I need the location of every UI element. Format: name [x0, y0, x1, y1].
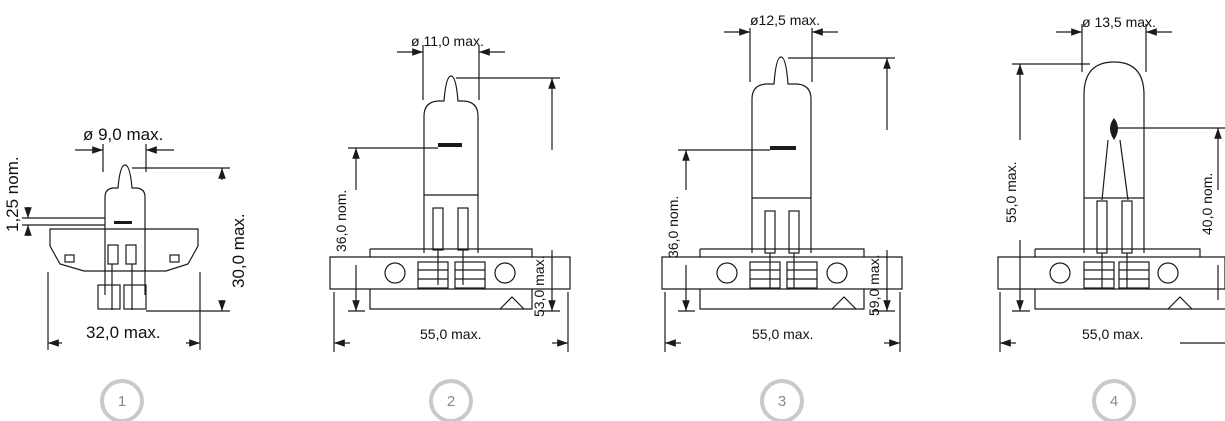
- badge-4: 4: [1092, 379, 1136, 421]
- badge-1: 1: [100, 379, 144, 421]
- bulb-1-glass: [104, 164, 146, 295]
- badge-3-label: 3: [778, 393, 786, 410]
- dim-3-bottom: 55,0 max.: [752, 326, 813, 342]
- dim-1-left: 1,25 nom.: [3, 156, 22, 232]
- bulb-3-glass: [751, 56, 812, 253]
- diagram-2: [329, 45, 571, 352]
- dim-1-right: 30,0 max.: [229, 213, 248, 288]
- bulb-1-filament: [114, 221, 132, 224]
- dim-4-left: 55,0 max.: [1003, 162, 1019, 223]
- dim-1-bottom: 32,0 max.: [86, 323, 161, 342]
- badge-2: 2: [429, 379, 473, 421]
- bulb-4-filament: [1110, 118, 1118, 140]
- bulb-4-socket: [997, 248, 1225, 310]
- badge-1-label: 1: [118, 393, 126, 410]
- dim-3-left: 36,0 nom.: [665, 196, 681, 258]
- dim-4-top: ø 13,5 max.: [1082, 14, 1156, 30]
- dim-1-top: ø 9,0 max.: [83, 125, 163, 144]
- badge-3: 3: [760, 379, 804, 421]
- bulb-2-filament: [438, 143, 462, 147]
- bulb-2-socket: [329, 248, 571, 310]
- dim-3-top: ø12,5 max.: [750, 12, 820, 28]
- dim-2-top: ø 11,0 max.: [411, 33, 484, 49]
- dim-4-right: 40,0 nom.: [1199, 173, 1215, 235]
- dim-2-right: 53,0 max.: [531, 256, 547, 317]
- dim-4-bottom: 55,0 max.: [1082, 326, 1143, 342]
- bulb-2-glass: [423, 75, 479, 253]
- badge-4-label: 4: [1110, 393, 1118, 410]
- dim-2-bottom: 55,0 max.: [420, 326, 481, 342]
- diagram-4: [997, 24, 1225, 352]
- badge-2-label: 2: [447, 393, 455, 410]
- bulb-3-socket: [661, 248, 903, 310]
- bulb-1-base: [49, 228, 199, 272]
- diagram-3: [661, 28, 903, 352]
- bulb-4-glass: [1083, 61, 1145, 253]
- diagram-1: [22, 144, 230, 350]
- bulb-3-filament: [770, 146, 796, 150]
- dim-3-right: 59,0 max.: [866, 255, 882, 316]
- dim-2-left: 36,0 nom.: [333, 190, 349, 252]
